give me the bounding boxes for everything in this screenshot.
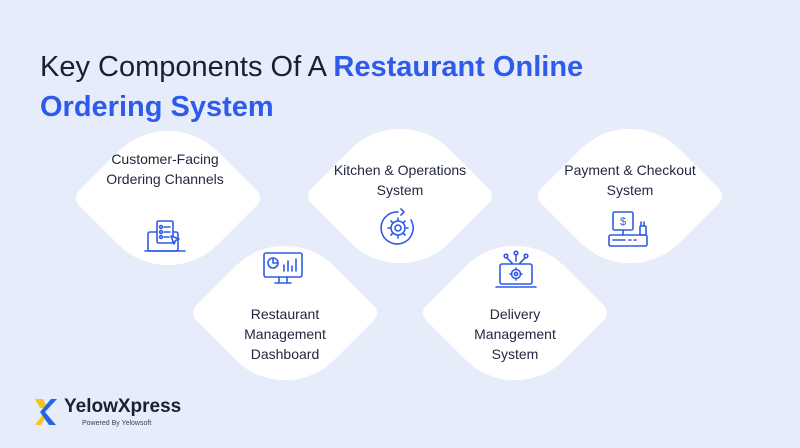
- brand-tagline: Powered By Yelowsoft: [82, 420, 152, 427]
- ordering-device-icon: [144, 220, 186, 252]
- title-plain: Key Components Of A: [40, 51, 326, 84]
- label-customer-ordering: Customer-Facing Ordering Channels: [106, 151, 224, 187]
- label-delivery-management: Delivery Management System: [474, 306, 556, 362]
- brand-name: YelowXpress: [64, 396, 182, 417]
- dashboard-monitor-icon: [263, 252, 303, 284]
- yelowxpress-logo-icon: [35, 399, 57, 425]
- title-line2: Ordering System: [40, 91, 274, 124]
- pos-terminal-icon: $: [608, 211, 648, 247]
- gear-cycle-icon: [380, 208, 414, 245]
- svg-text:$: $: [620, 216, 626, 228]
- label-payment-checkout: Payment & Checkout System: [564, 162, 696, 198]
- laptop-network-icon: [495, 250, 537, 288]
- title-highlight: Restaurant Online: [333, 51, 584, 84]
- label-restaurant-dashboard: Restaurant Management Dashboard: [244, 306, 326, 362]
- page-title: Key Components Of A Restaurant Online Or…: [40, 47, 680, 127]
- label-kitchen-operations: Kitchen & Operations System: [333, 162, 467, 198]
